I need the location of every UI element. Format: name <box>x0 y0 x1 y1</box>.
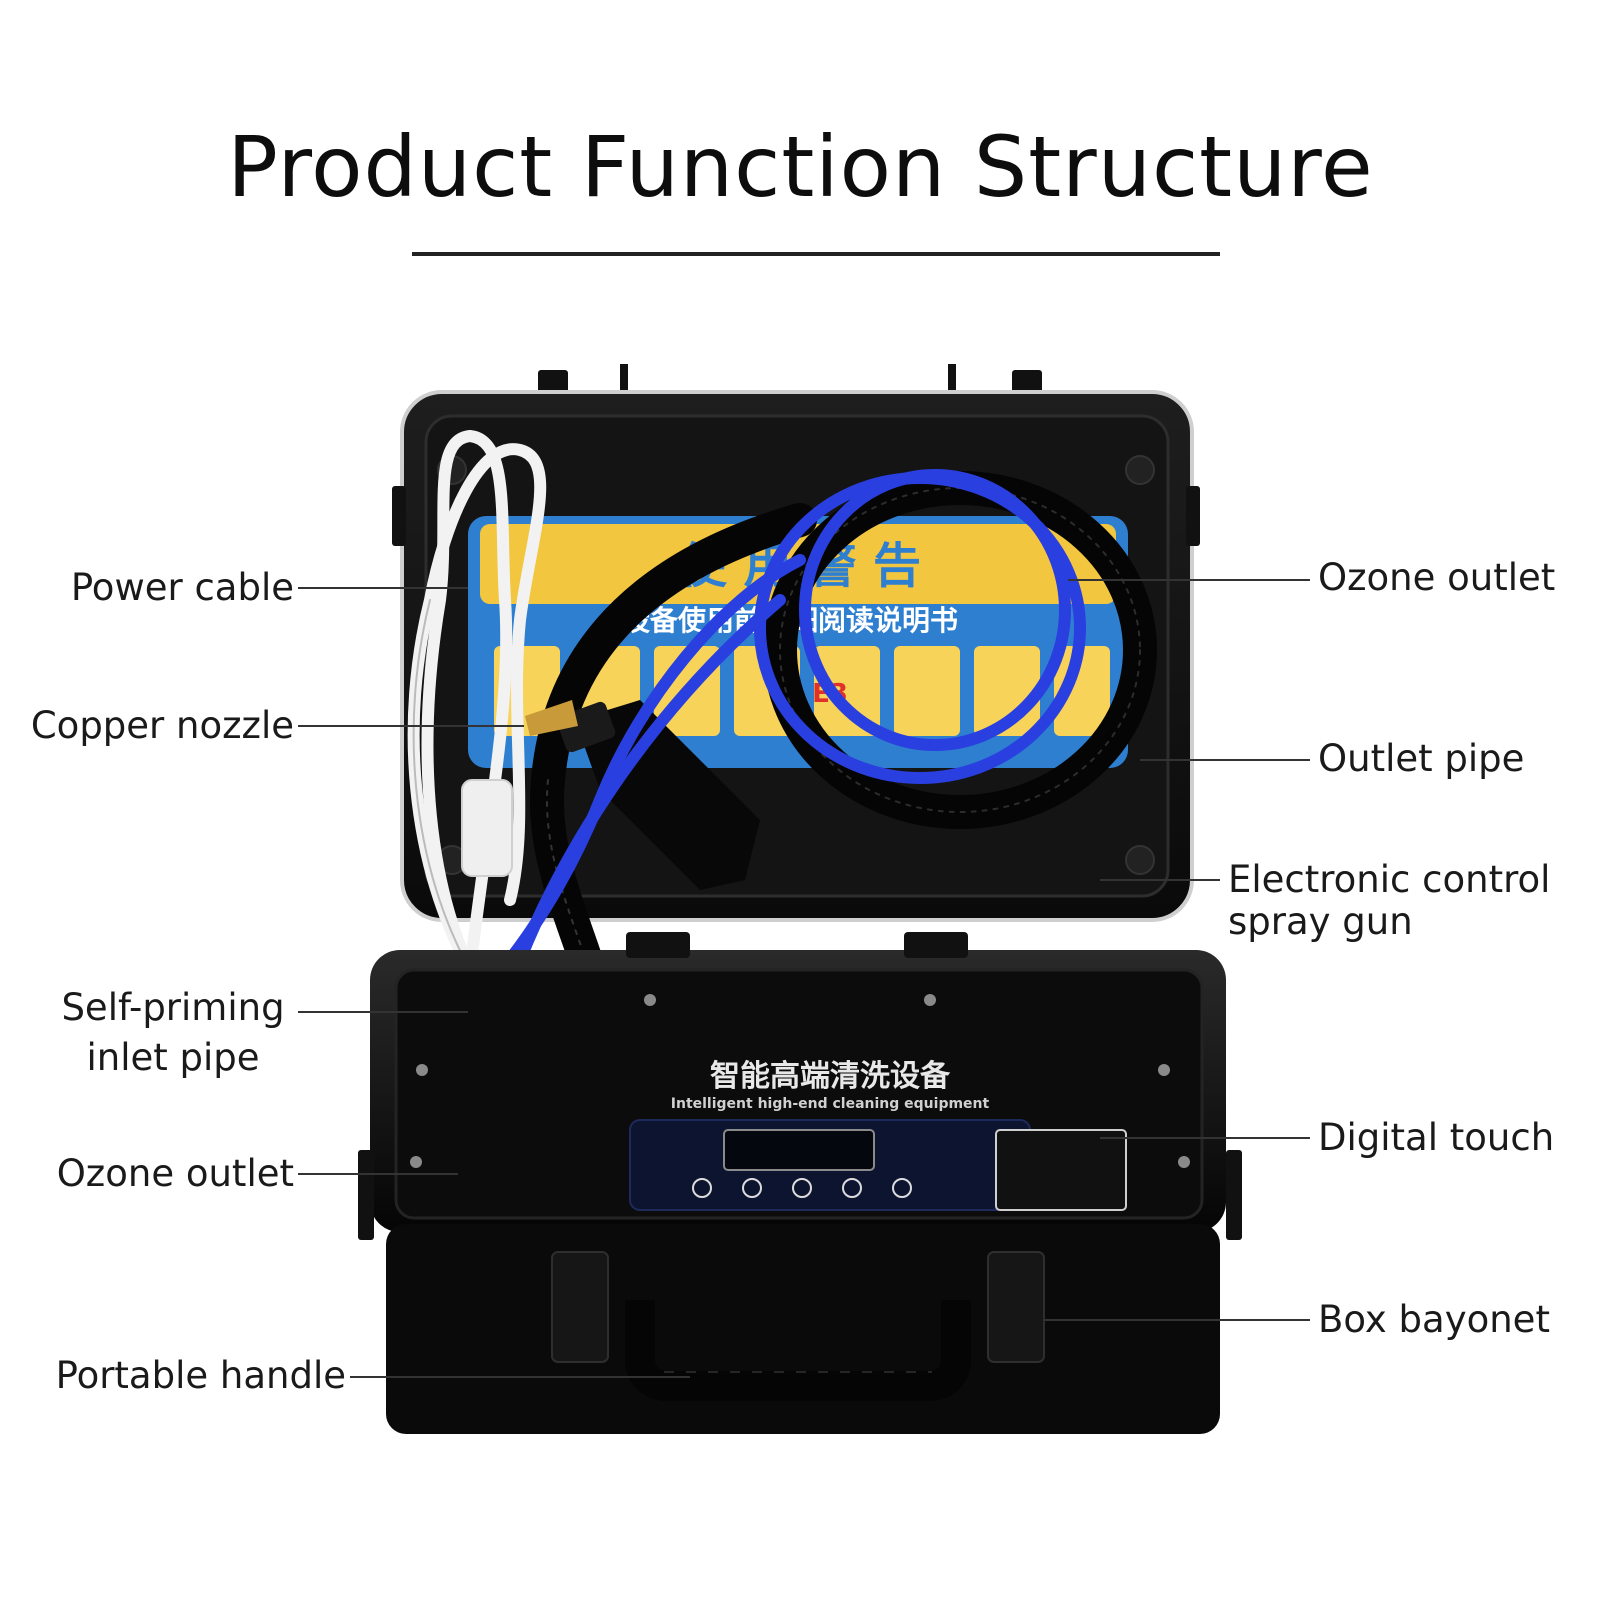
digital-touch-panel <box>629 1119 1127 1211</box>
label-copper-nozzle: Copper nozzle <box>30 704 294 747</box>
base-label: 智能高端清洗设备 Intelligent high-end cleaning e… <box>671 1059 990 1112</box>
label-self-priming-line2: inlet pipe <box>86 1036 260 1079</box>
label-digital-touch: Digital touch <box>1318 1116 1555 1159</box>
label-spray-gun-line2: spray gun <box>1228 900 1413 943</box>
base-label-cn: 智能高端清洗设备 <box>710 1059 951 1094</box>
label-power-cable: Power cable <box>70 566 294 609</box>
label-portable-handle: Portable handle <box>55 1354 346 1397</box>
base-label-en: Intelligent high-end cleaning equipment <box>671 1096 990 1112</box>
box-bayonet-latches <box>551 1251 1045 1363</box>
leader-lines <box>298 579 1310 1378</box>
label-spray-gun-line1: Electronic control <box>1228 858 1551 901</box>
base-screws <box>410 994 1190 1168</box>
label-self-priming-line1: Self-priming <box>61 986 285 1029</box>
title-underline <box>412 252 1220 256</box>
page-title: Product Function Structure <box>227 118 1374 216</box>
label-outlet-pipe: Outlet pipe <box>1318 737 1525 780</box>
label-ozone-outlet-left: Ozone outlet <box>56 1152 294 1195</box>
power-cable <box>407 429 547 976</box>
label-ozone-outlet-right: Ozone outlet <box>1318 556 1556 599</box>
portable-handle <box>625 1300 971 1401</box>
label-box-bayonet: Box bayonet <box>1318 1298 1550 1341</box>
